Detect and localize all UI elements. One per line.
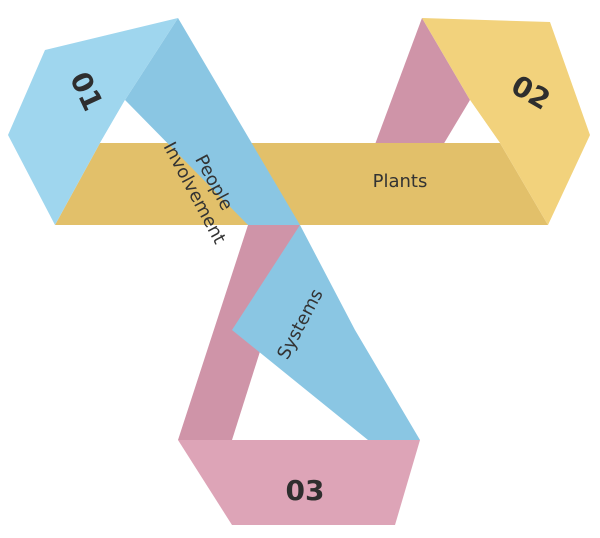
hole-03 [275,385,325,440]
hole-02 [455,100,500,143]
plants-band [55,143,548,225]
people-band-upper [125,18,300,225]
node-02-hexagon [422,18,590,225]
people-band-lower [232,225,420,440]
plants-label: Plants [373,171,428,192]
node-03-hexagon [178,440,420,525]
node-01-hexagon [8,18,178,225]
node-03-label: 03 [286,474,325,507]
hole-01 [100,100,150,143]
